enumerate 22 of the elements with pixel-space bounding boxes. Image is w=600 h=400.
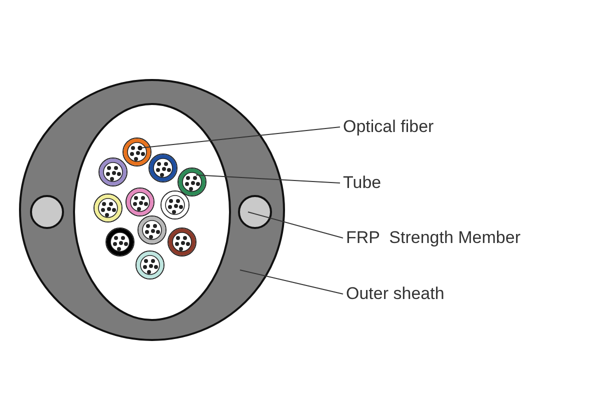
loose-tube bbox=[148, 154, 178, 182]
loose-tube bbox=[98, 158, 128, 186]
strength-member-rod bbox=[30, 195, 64, 229]
leader-line bbox=[196, 174, 340, 184]
loose-tube bbox=[126, 188, 154, 216]
loose-tube bbox=[122, 138, 152, 166]
loose-tube bbox=[168, 228, 196, 256]
part-label: Optical fiber bbox=[343, 115, 434, 139]
loose-tube bbox=[136, 250, 164, 280]
strength-member-rod bbox=[238, 195, 272, 229]
part-label: Tube bbox=[343, 171, 382, 195]
part-label: Outer sheath bbox=[346, 282, 444, 306]
leader-line bbox=[240, 270, 344, 294]
loose-tube bbox=[106, 228, 134, 256]
loose-tube bbox=[138, 216, 166, 244]
cable-cross-section bbox=[19, 79, 285, 341]
loose-tube bbox=[160, 190, 190, 220]
leader-line bbox=[140, 126, 340, 148]
loose-tube bbox=[94, 194, 122, 222]
part-label: FRP Strength Member bbox=[346, 226, 520, 250]
optical-fiber bbox=[138, 146, 142, 150]
loose-tube bbox=[178, 168, 206, 196]
